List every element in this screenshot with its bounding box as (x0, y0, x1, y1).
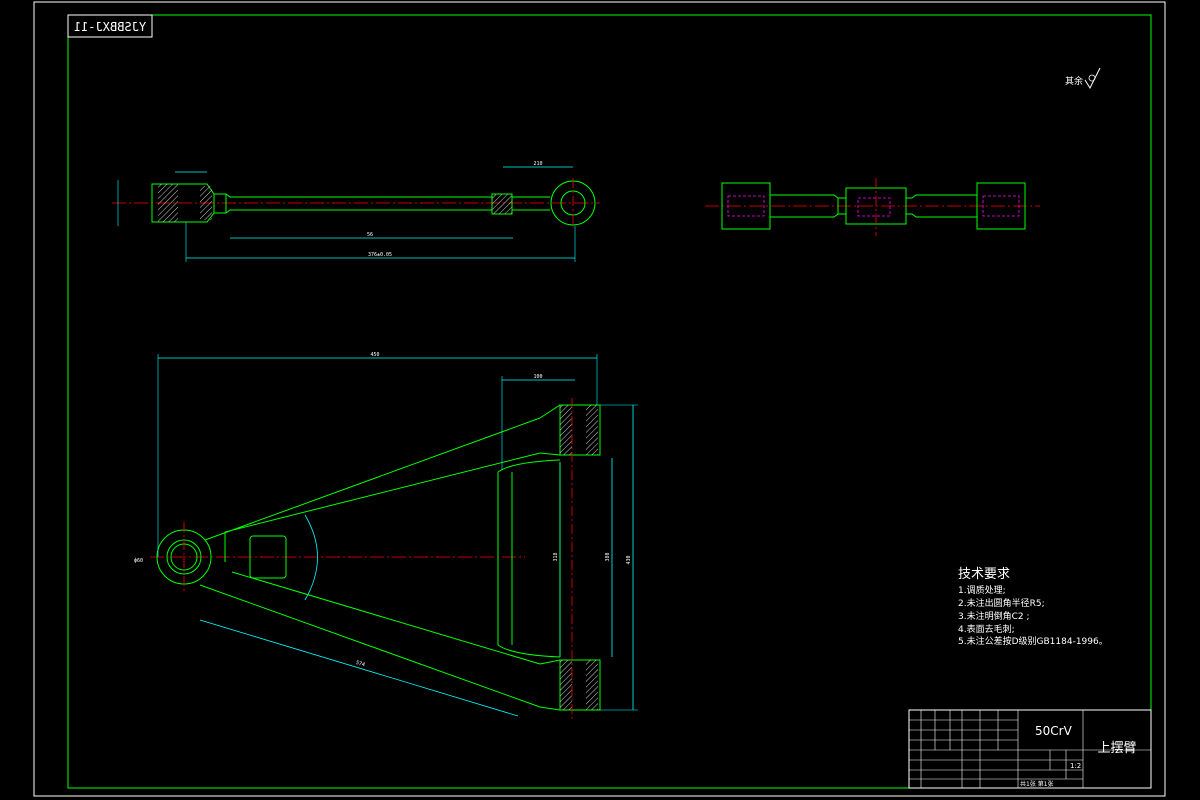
roughness-note: 其余 (1065, 67, 1101, 90)
title-block-part-name: 上摆臂 (1097, 741, 1136, 756)
tech-requirement-item: 4.表面去毛刺; (958, 623, 1015, 635)
side-view-left-block (721, 182, 771, 230)
inner-frame (67, 14, 1152, 789)
tech-requirement-item: 1.调质处理; (958, 584, 1006, 596)
top-view-dim-shaft: 56 (367, 232, 373, 238)
side-view-right-block (976, 182, 1026, 230)
outer-frame (33, 1, 1166, 797)
tech-requirement-item: 2.未注出圆角半径R5; (958, 597, 1045, 609)
tech-requirements: 技术要求 1.调质处理; 2.未注出圆角半径R5; 3.未注明倒角C2 ; 4.… (958, 567, 1108, 647)
plan-view-lower-arm (199, 571, 541, 708)
title-block-material: 50CrV (1035, 724, 1073, 738)
plan-view-upper-arm (204, 417, 541, 562)
plan-dim-top-right: 100 (533, 374, 542, 380)
drawing-code: YJSBBXJ-11 (74, 20, 146, 34)
top-view-shaft (214, 193, 492, 214)
title-block-sheet: 共1张 第1张 (1020, 780, 1054, 788)
top-view-dim-end: 210 (533, 161, 542, 167)
drawing-code-box: YJSBBXJ-11 (67, 14, 153, 38)
roughness-note-text: 其余 (1065, 75, 1083, 87)
plan-dim-width: 450 (370, 352, 379, 358)
plan-view: 450 100 430 380 318 574 ф60 (134, 352, 638, 720)
plan-dim-height-mid: 380 (605, 552, 611, 561)
title-block: 50CrV 上摆臂 1:2 共1张 第1张 (908, 709, 1152, 789)
plan-dim-left-eye: ф60 (134, 558, 143, 564)
plan-dim-height-outer: 430 (626, 555, 632, 564)
plan-dim-lower-arm: 574 (355, 660, 365, 668)
tech-requirement-item: 5.未注公差按D级别GB1184-1996。 (958, 635, 1108, 647)
plan-dim-height-inner: 318 (553, 552, 559, 561)
side-view (705, 178, 1040, 236)
top-view: 56 376±0.05 210 (112, 161, 600, 262)
tech-requirements-title: 技术要求 (958, 567, 1010, 582)
top-view-dim-overall: 376±0.05 (368, 252, 392, 258)
title-block-scale: 1:2 (1070, 762, 1081, 770)
roughness-symbol-icon (1084, 67, 1101, 90)
top-view-knurl (491, 193, 513, 215)
tech-requirement-item: 3.未注明倒角C2 ; (958, 610, 1030, 622)
